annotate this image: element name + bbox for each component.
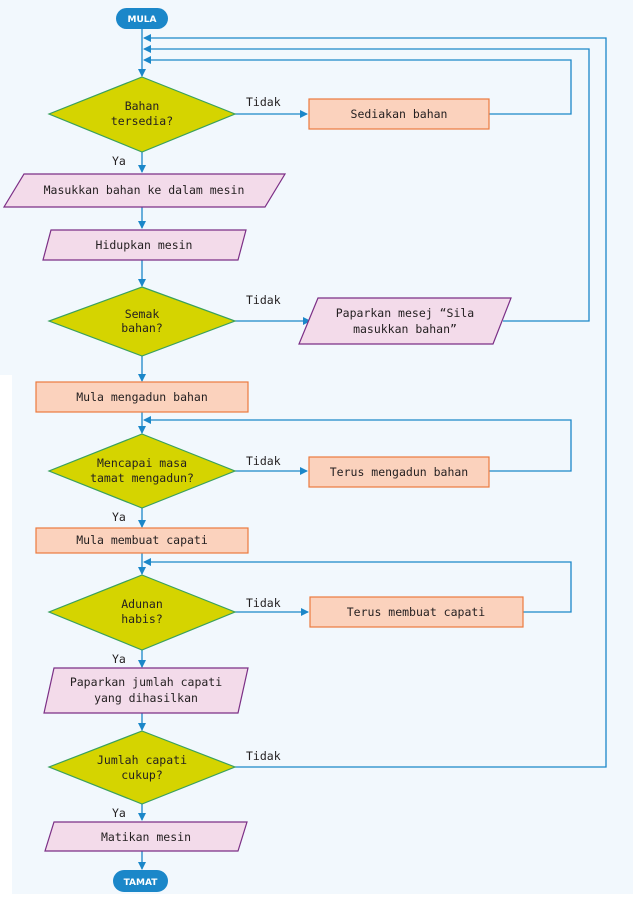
svg-text:Adunan: Adunan <box>121 597 163 611</box>
decision-adunan-habis: Adunan habis? <box>47 574 237 651</box>
label-ya: Ya <box>112 652 126 666</box>
svg-text:Terus mengadun bahan: Terus mengadun bahan <box>330 465 468 479</box>
decision-bahan-tersedia: Bahan tersedia? <box>47 76 237 153</box>
svg-text:Semak: Semak <box>125 307 160 321</box>
decision-jumlah-capati: Jumlah capati cukup? <box>47 730 237 805</box>
label-tidak: Tidak <box>246 95 281 109</box>
process-mula-mengadun: Mula mengadun bahan <box>35 381 249 413</box>
start-terminal: MULA <box>116 8 168 29</box>
svg-text:Mencapai masa: Mencapai masa <box>97 456 187 470</box>
svg-text:cukup?: cukup? <box>121 768 163 782</box>
svg-text:Sediakan bahan: Sediakan bahan <box>351 107 448 121</box>
svg-text:Bahan: Bahan <box>125 99 160 113</box>
io-paparkan-mesej: Paparkan mesej “Sila masukkan bahan” <box>298 297 512 345</box>
label-ya: Ya <box>112 510 126 524</box>
label-tidak: Tidak <box>246 293 281 307</box>
process-terus-membuat: Terus membuat capati <box>309 596 524 628</box>
end-terminal: TAMAT <box>113 870 168 892</box>
process-mula-membuat: Mula membuat capati <box>35 527 249 554</box>
label-ya: Ya <box>112 806 126 820</box>
process-sediakan-bahan: Sediakan bahan <box>308 98 490 130</box>
svg-text:Jumlah capati: Jumlah capati <box>97 753 187 767</box>
start-label: MULA <box>128 15 157 25</box>
svg-text:Paparkan mesej “Sila: Paparkan mesej “Sila <box>336 306 474 320</box>
svg-text:yang dihasilkan: yang dihasilkan <box>94 691 198 705</box>
decision-semak-bahan: Semak bahan? <box>47 286 237 357</box>
svg-text:Mula mengadun bahan: Mula mengadun bahan <box>76 390 208 404</box>
label-tidak: Tidak <box>246 596 281 610</box>
io-matikan-mesin: Matikan mesin <box>44 821 248 852</box>
svg-text:tersedia?: tersedia? <box>111 114 173 128</box>
svg-text:Mula membuat capati: Mula membuat capati <box>76 533 208 547</box>
svg-text:habis?: habis? <box>121 612 163 626</box>
io-masukkan-bahan: Masukkan bahan ke dalam mesin <box>2 173 287 208</box>
label-tidak: Tidak <box>246 749 281 763</box>
label-tidak: Tidak <box>246 454 281 468</box>
process-terus-mengadun: Terus mengadun bahan <box>308 456 490 488</box>
svg-text:masukkan bahan”: masukkan bahan” <box>353 322 457 336</box>
label-ya: Ya <box>112 154 126 168</box>
svg-text:Paparkan jumlah capati: Paparkan jumlah capati <box>70 675 222 689</box>
connector-lines <box>138 28 607 870</box>
end-label: TAMAT <box>124 878 159 888</box>
decision-mencapai-masa: Mencapai masa tamat mengadun? <box>47 433 237 509</box>
svg-text:tamat mengadun?: tamat mengadun? <box>90 471 194 485</box>
branch-labels: Tidak Ya Tidak Tidak Ya Tidak Ya Tidak Y… <box>112 95 281 820</box>
svg-text:Masukkan bahan ke dalam mesin: Masukkan bahan ke dalam mesin <box>44 183 245 197</box>
svg-text:Terus membuat capati: Terus membuat capati <box>347 605 486 619</box>
io-paparkan-jumlah: Paparkan jumlah capati yang dihasilkan <box>43 667 249 714</box>
svg-text:Matikan mesin: Matikan mesin <box>101 830 191 844</box>
svg-text:Hidupkan mesin: Hidupkan mesin <box>96 238 193 252</box>
io-hidupkan-mesin: Hidupkan mesin <box>42 229 247 261</box>
svg-text:bahan?: bahan? <box>121 321 163 335</box>
